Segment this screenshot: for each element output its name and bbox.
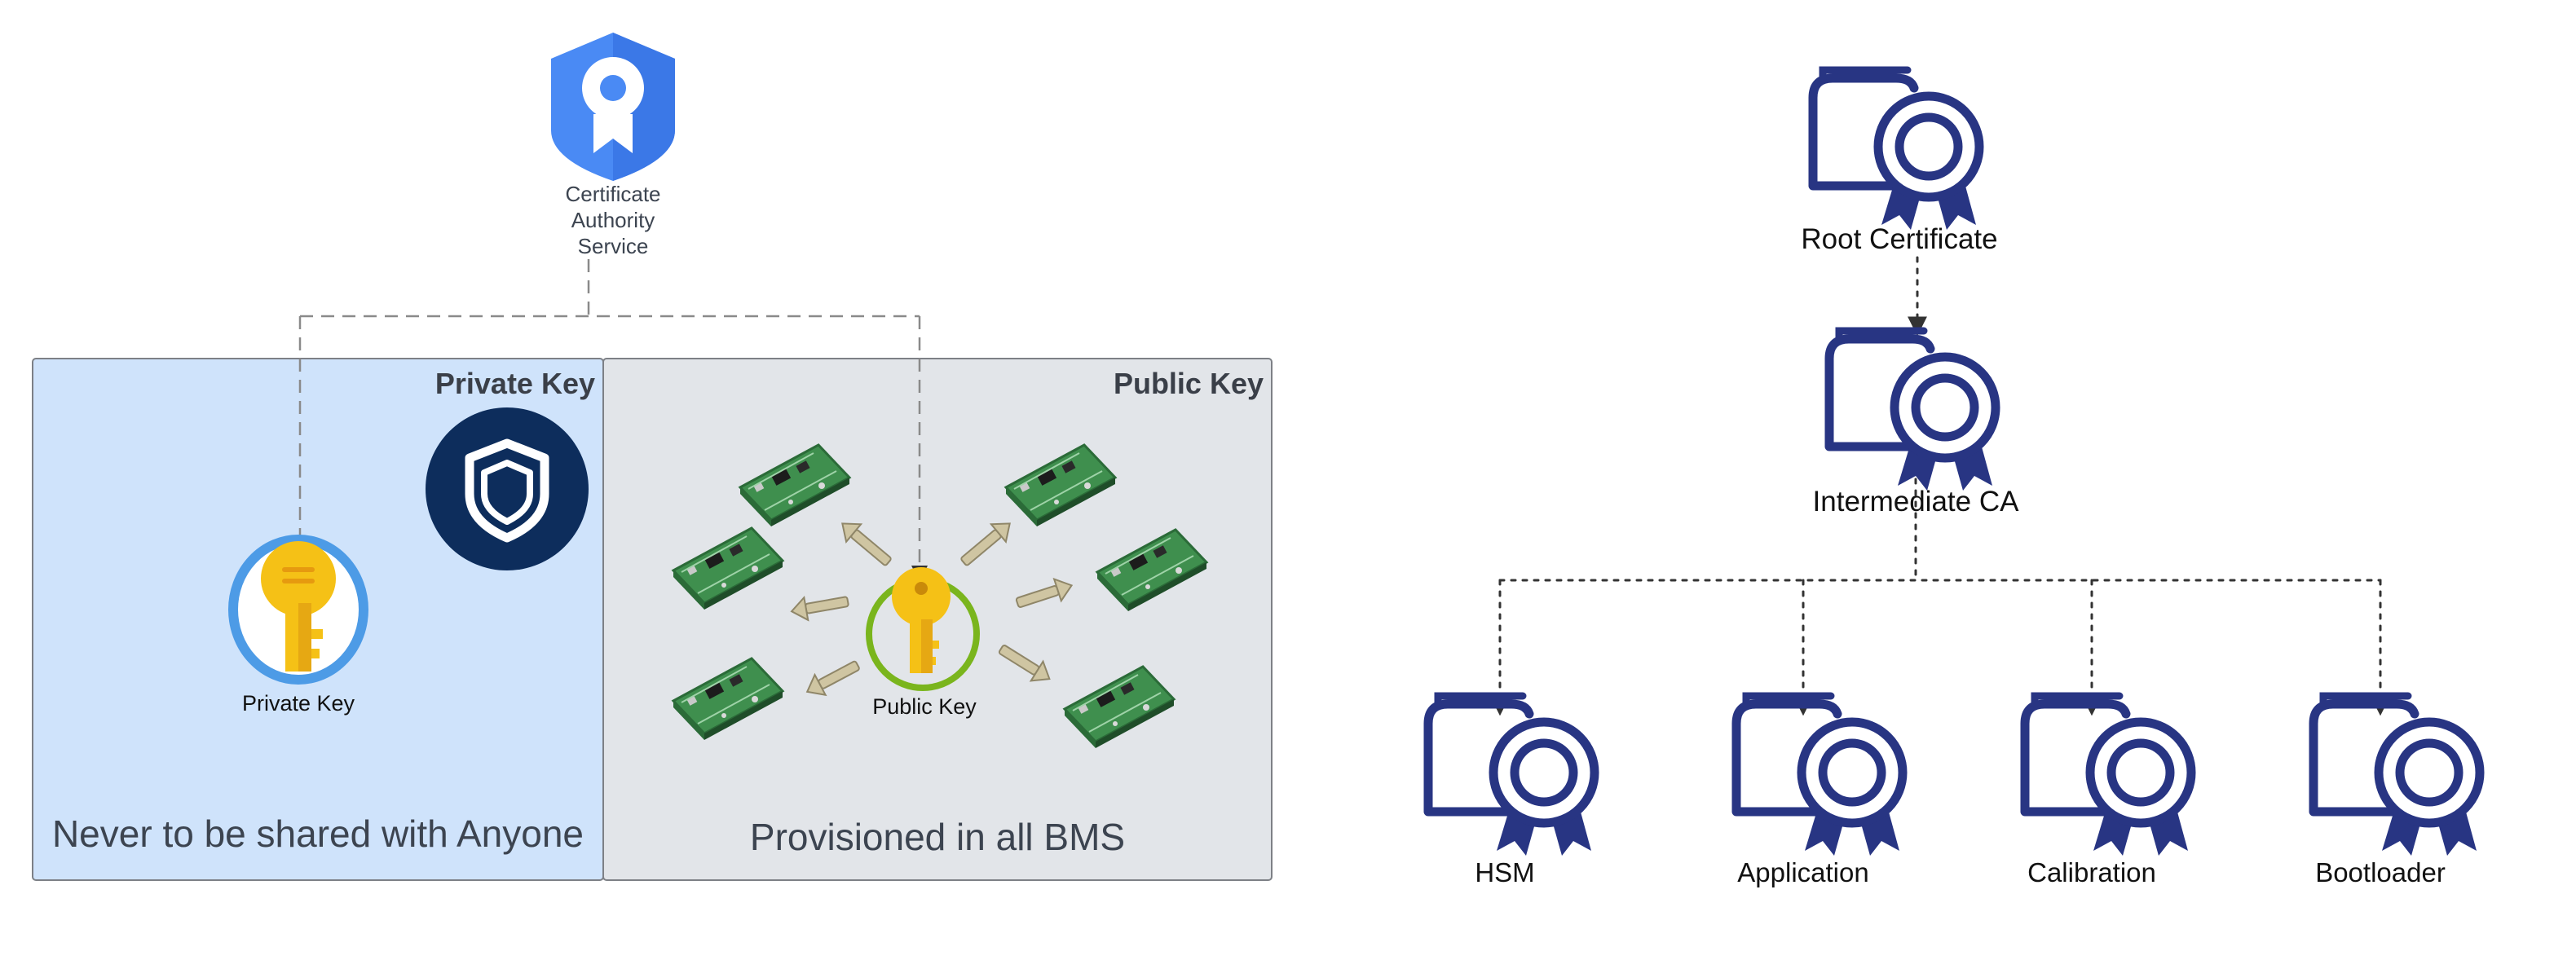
application-label: Application	[1737, 857, 1869, 887]
bootloader-label: Bootloader	[2315, 857, 2446, 887]
provisioning-arrows	[790, 522, 1074, 697]
hsm-label: HSM	[1475, 857, 1535, 887]
calibration-certificate-icon	[2025, 696, 2191, 856]
public-key-note: Provisioned in all BMS	[749, 816, 1126, 858]
security-shield-icon	[426, 407, 589, 570]
public-key-icon	[866, 567, 980, 691]
public-key-panel-title: Public Key	[1113, 367, 1264, 400]
bootloader-certificate-icon	[2314, 696, 2480, 856]
intermediate-ca-label: Intermediate CA	[1812, 486, 2019, 517]
certificate-authority-service-label: Certificate Authority Service	[565, 182, 661, 258]
hsm-certificate-icon	[1428, 696, 1595, 856]
certificate-authority-shield-icon	[551, 33, 675, 181]
application-certificate-icon	[1736, 696, 1903, 856]
calibration-label: Calibration	[2027, 857, 2156, 887]
public-key-label: Public Key	[872, 694, 977, 719]
intermediate-ca-certificate-icon	[1829, 331, 1996, 491]
hierarchy-connectors	[1490, 256, 2390, 716]
private-key-panel-title: Private Key	[434, 367, 595, 400]
root-certificate-label: Root Certificate	[1801, 223, 1998, 255]
root-certificate-icon	[1813, 70, 1979, 230]
private-key-note: Never to be shared with Anyone	[51, 812, 584, 855]
private-key-label: Private Key	[241, 691, 355, 716]
private-key-icon	[228, 535, 368, 685]
